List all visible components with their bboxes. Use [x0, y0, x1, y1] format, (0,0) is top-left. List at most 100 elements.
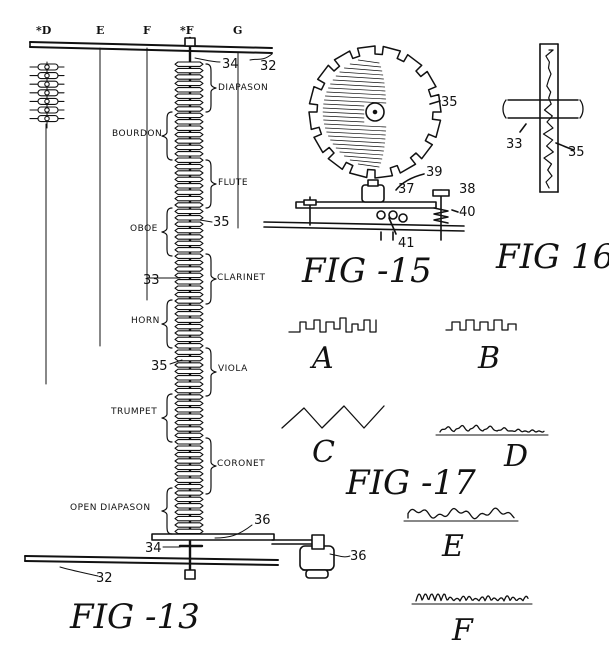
tone-disc	[175, 184, 203, 188]
tone-disc	[175, 177, 203, 181]
tone-disc	[175, 484, 203, 488]
tone-disc	[175, 401, 203, 405]
tone-disc	[175, 126, 203, 130]
rank-label-open-diapason: OPEN DIAPASON	[70, 503, 151, 513]
tone-disc	[175, 414, 203, 418]
tone-disc	[175, 203, 203, 207]
reference-lines	[46, 48, 238, 384]
brace	[206, 160, 216, 208]
tone-disc	[175, 280, 203, 284]
tone-disc	[175, 209, 203, 213]
tone-disc	[175, 388, 203, 392]
ref-41: 41	[398, 236, 415, 251]
waveform-d	[440, 425, 544, 432]
top-label-g: G	[233, 24, 242, 37]
tone-disc	[175, 139, 203, 143]
tone-disc	[175, 299, 203, 303]
wave-letter-f: F	[451, 613, 474, 648]
tone-disc	[175, 312, 203, 316]
rank-label-trumpet: TRUMPET	[110, 407, 157, 417]
tone-disc	[175, 216, 203, 220]
top-label-f-star: *F	[180, 24, 194, 37]
tone-disc	[175, 433, 203, 437]
brace	[206, 64, 216, 112]
waveform-b	[446, 320, 516, 330]
brace	[206, 254, 216, 304]
tone-disc	[175, 248, 203, 252]
tone-disc	[175, 94, 203, 98]
brace	[206, 348, 216, 396]
tone-disc	[175, 446, 203, 450]
brace	[162, 394, 172, 442]
drive-pulley	[272, 535, 334, 578]
tone-disc	[175, 171, 203, 175]
top-label-f: F	[143, 24, 151, 37]
top-label-d: *D	[36, 24, 52, 37]
ref-39: 39	[426, 165, 443, 180]
tone-disc	[175, 145, 203, 149]
tone-disc	[175, 100, 203, 104]
figure-label-15: FIG -15	[301, 251, 432, 291]
key-stack	[30, 62, 64, 128]
ref-35-b: 35	[151, 359, 168, 374]
tone-disc	[175, 529, 203, 533]
ref-36-b: 36	[350, 549, 367, 564]
brace	[162, 488, 172, 534]
tone-disc	[175, 376, 203, 380]
tone-disc	[175, 350, 203, 354]
tone-disc	[175, 254, 203, 258]
tone-disc	[175, 120, 203, 124]
tone-disc	[175, 331, 203, 335]
tone-disc	[175, 452, 203, 456]
tone-disc	[175, 113, 203, 117]
tone-disc	[175, 107, 203, 111]
ref-35-disc: 35	[441, 95, 458, 110]
tone-disc	[175, 190, 203, 194]
top-label-e: E	[96, 24, 104, 37]
rank-label-flute: FLUTE	[218, 178, 248, 188]
ref-35-fig16: 35	[568, 145, 585, 160]
tone-disc	[175, 318, 203, 322]
tone-disc	[175, 491, 203, 495]
brace	[162, 300, 172, 348]
tone-disc	[175, 408, 203, 412]
ref-37: 37	[398, 182, 415, 197]
tone-disc	[175, 363, 203, 367]
tone-disc	[175, 81, 203, 85]
leader-lines	[60, 54, 350, 576]
tone-disc	[175, 305, 203, 309]
shaft-collar	[152, 534, 274, 546]
tone-disc	[175, 440, 203, 444]
bottom-rail	[25, 556, 278, 565]
brace	[162, 208, 172, 256]
tone-disc	[175, 158, 203, 162]
tone-disc	[175, 286, 203, 290]
tone-disc	[175, 164, 203, 168]
ref-34-bottom: 34	[145, 541, 162, 556]
brace	[162, 112, 172, 160]
wave-letter-d: D	[503, 439, 528, 474]
tone-disc	[175, 196, 203, 200]
slotted-disc	[309, 46, 441, 178]
figure-label-17: FIG -17	[345, 463, 476, 503]
tone-disc	[175, 88, 203, 92]
ref-36-a: 36	[254, 513, 271, 528]
tone-disc	[175, 472, 203, 476]
tone-disc	[175, 235, 203, 239]
tone-disc	[175, 75, 203, 79]
rank-label-viola: VIOLA	[218, 364, 248, 374]
rank-label-bourdon: BOURDON	[112, 129, 162, 139]
tone-disc	[175, 292, 203, 296]
waveform-f	[416, 594, 528, 601]
brace	[206, 438, 216, 494]
rank-label-clarinet: CLARINET	[217, 273, 266, 283]
rank-label-diapason: DIAPASON	[218, 83, 268, 93]
tone-wheel-assembly	[264, 174, 464, 240]
tone-disc	[175, 260, 203, 264]
tone-disc	[175, 420, 203, 424]
rank-label-coronet: CORONET	[217, 459, 265, 469]
ref-32-top: 32	[260, 59, 277, 74]
tone-disc	[175, 337, 203, 341]
cam-strip-detail	[503, 44, 583, 192]
